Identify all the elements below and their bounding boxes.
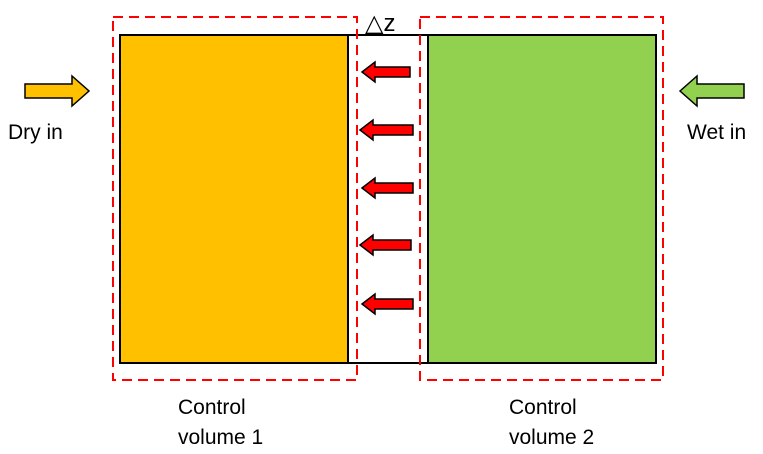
wet-in-label: Wet in [687, 121, 747, 144]
control-volume-1-boundary [112, 16, 358, 381]
control-volume-2-boundary [419, 16, 664, 381]
dry-in-arrow-icon [24, 74, 91, 108]
control-volume-1-line2: volume 1 [178, 426, 264, 449]
control-volume-2-label: Control volume 2 [509, 393, 594, 453]
control-volume-2-block [427, 34, 657, 364]
control-volume-1-block [119, 34, 349, 364]
control-volume-2-line2: volume 2 [509, 426, 595, 449]
flux-arrows [358, 60, 414, 316]
control-volume-1-line1: Control [178, 396, 246, 419]
control-volume-2-line1: Control [509, 396, 577, 419]
flux-arrow-icon [358, 233, 412, 257]
delta-z-label: △z [365, 10, 396, 37]
flux-arrow-icon [360, 292, 414, 316]
control-volume-1-label: Control volume 1 [178, 393, 263, 453]
flux-arrow-icon [360, 60, 411, 84]
dry-in-label: Dry in [8, 121, 63, 144]
flux-arrow-icon [358, 118, 414, 142]
wet-in-arrow-icon [678, 74, 745, 108]
flux-arrow-icon [360, 176, 414, 200]
